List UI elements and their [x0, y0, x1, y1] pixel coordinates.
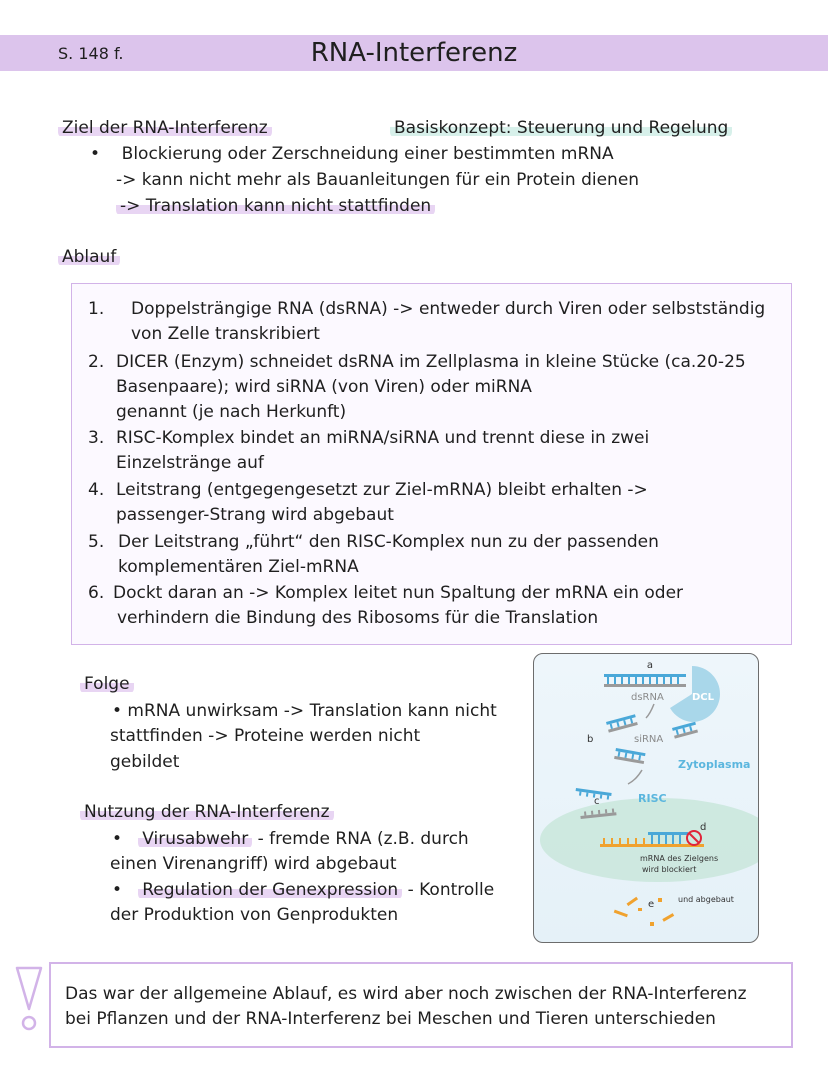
nutzung-bullet-2: • Regulation der Genexpression - Kontrol… [112, 880, 495, 900]
dsrna-strand [604, 674, 686, 687]
degraded-fragments [613, 896, 675, 926]
label-sirna: siRNA [634, 734, 663, 745]
ziel-heading: Ziel der RNA-Interferenz [58, 116, 272, 141]
nutzung-heading: Nutzung der RNA-Interferenz [80, 800, 334, 825]
nutzung-bullet-1: • Virusabwehr - fremde RNA (z.B. durch [112, 829, 469, 849]
page-reference: S. 148 f. [58, 44, 124, 63]
risc-strands [575, 788, 617, 819]
ablauf-step-4: 4. Leitstrang (entgegengesetzt zur Ziel-… [88, 480, 648, 525]
ablauf-step-5: 5. Der Leitstrang „führt“ den RISC-Kompl… [88, 532, 659, 577]
label-mrna-line-2: wird blockiert [642, 865, 696, 874]
label-d: d [700, 822, 706, 833]
rnai-diagram-svg: a dsRNA DCL b siRNA Zytoplasma [540, 660, 758, 926]
nutzung-bullet-1-line-2: einen Virenangriff) wird abgebaut [110, 854, 397, 874]
label-mrna-line-1: mRNA des Zielgens [640, 854, 718, 863]
ablauf-step-6: 6. Dockt daran an -> Komplex leitet nun … [88, 583, 684, 628]
folge-line-3: gebildet [110, 752, 180, 772]
ablauf-step-2: 2. DICER (Enzym) schneidet dsRNA im Zell… [88, 352, 746, 422]
ziel-sub-1: -> kann nicht mehr als Bauanleitungen fü… [116, 170, 640, 190]
blocked-icon [686, 830, 702, 846]
label-e: e [648, 899, 654, 910]
folge-line-1: • mRNA unwirksam -> Translation kann nic… [112, 701, 497, 721]
risc-complex [540, 798, 758, 882]
folge-line-2: stattfinden -> Proteine werden nicht [110, 726, 421, 746]
dcl-enzyme [670, 666, 720, 722]
label-dsrna: dsRNA [631, 692, 664, 703]
note-line-2: bei Pflanzen und der RNA-Interferenz bei… [65, 1009, 716, 1029]
header-bar: S. 148 f. RNA-Interferenz [0, 35, 828, 71]
arrow-2 [627, 769, 643, 785]
page-title: RNA-Interferenz [310, 38, 518, 68]
sirna-fragments [606, 714, 699, 765]
label-zytoplasma: Zytoplasma [678, 758, 750, 771]
arrow-1 [645, 703, 655, 719]
label-c: c [594, 796, 600, 807]
ziel-bullet: • Blockierung oder Zerschneidung einer b… [90, 144, 614, 164]
target-mrna [600, 832, 704, 847]
basiskonzept-label: Basiskonzept: Steuerung und Regelung [390, 116, 733, 141]
label-dcl: DCL [692, 692, 715, 703]
note-box: Das war der allgemeine Ablauf, es wird a… [49, 962, 793, 1048]
label-a: a [647, 660, 653, 671]
rnai-diagram: a dsRNA DCL b siRNA Zytoplasma [533, 653, 759, 943]
exclamation-icon [15, 966, 43, 1031]
ablauf-step-1: 1. Doppelsträngige RNA (dsRNA) -> entwed… [88, 299, 766, 344]
note-line-1: Das war der allgemeine Ablauf, es wird a… [65, 984, 747, 1004]
label-risc: RISC [638, 792, 667, 805]
ablauf-step-3: 3. RISC-Komplex bindet an miRNA/siRNA un… [88, 428, 650, 473]
ziel-sub-2: -> Translation kann nicht stattfinden [116, 194, 436, 219]
nutzung-bullet-2-line-2: der Produktion von Genprodukten [110, 905, 399, 925]
folge-heading: Folge [80, 672, 134, 697]
ablauf-heading: Ablauf [58, 245, 121, 270]
ablauf-steps-box [71, 283, 792, 645]
label-abgebaut: und abgebaut [678, 895, 734, 904]
label-b: b [587, 734, 593, 745]
